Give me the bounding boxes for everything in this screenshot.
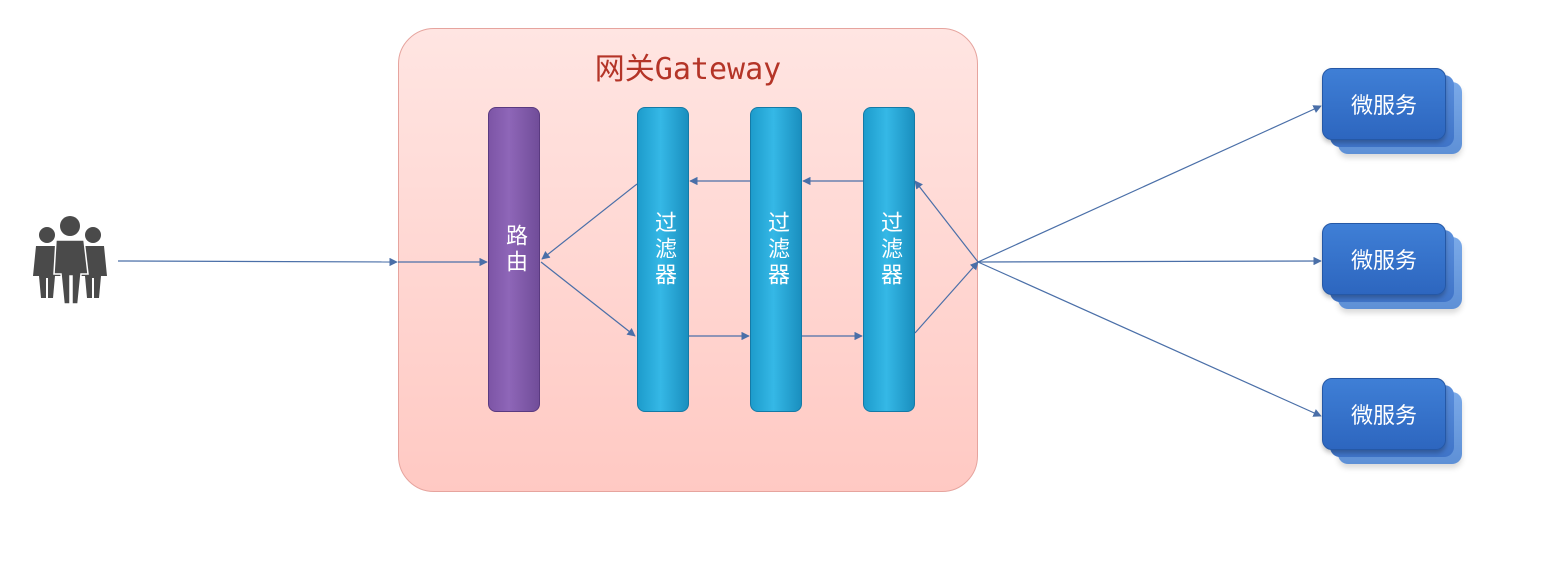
service-card: 微服务 <box>1322 223 1446 295</box>
filter-label-3: 过滤器 <box>877 210 902 289</box>
arrow-user-to-gateway <box>117 257 398 267</box>
microservice-node-2: 微服务 <box>1322 223 1464 311</box>
microservice-node-1: 微服务 <box>1322 68 1464 156</box>
router-bar: 路由 <box>488 107 540 412</box>
users-group-icon <box>28 214 114 306</box>
arrow-hub-to-microservice-1 <box>977 105 1322 263</box>
microservice-node-3: 微服务 <box>1322 378 1464 466</box>
router-label: 路由 <box>502 223 527 276</box>
filter-bar-1: 过滤器 <box>637 107 689 412</box>
microservice-label-2: 微服务 <box>1350 249 1417 274</box>
filter-label-2: 过滤器 <box>764 210 789 289</box>
filter-label-1: 过滤器 <box>651 210 676 289</box>
service-card: 微服务 <box>1322 378 1446 450</box>
arrow-hub-to-microservice-2 <box>977 256 1322 266</box>
microservice-label-1: 微服务 <box>1350 94 1417 119</box>
arrow-hub-to-microservice-3 <box>977 261 1322 417</box>
filter-bar-2: 过滤器 <box>750 107 802 412</box>
service-card: 微服务 <box>1322 68 1446 140</box>
microservice-label-3: 微服务 <box>1350 404 1417 429</box>
filter-bar-3: 过滤器 <box>863 107 915 412</box>
gateway-title: 网关Gateway <box>594 52 782 87</box>
